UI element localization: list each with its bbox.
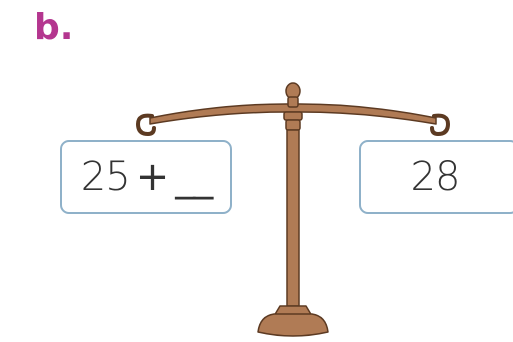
target-number: 28 xyxy=(411,154,460,200)
addition-expression: 25 + __ xyxy=(81,154,211,200)
answer-blank[interactable]: __ xyxy=(175,154,211,200)
left-pan-box: 25 + __ xyxy=(60,140,232,214)
plus-sign: + xyxy=(136,154,170,200)
right-pan-box: 28 xyxy=(359,140,513,214)
addend-number: 25 xyxy=(81,154,130,200)
scale-post xyxy=(258,83,328,336)
